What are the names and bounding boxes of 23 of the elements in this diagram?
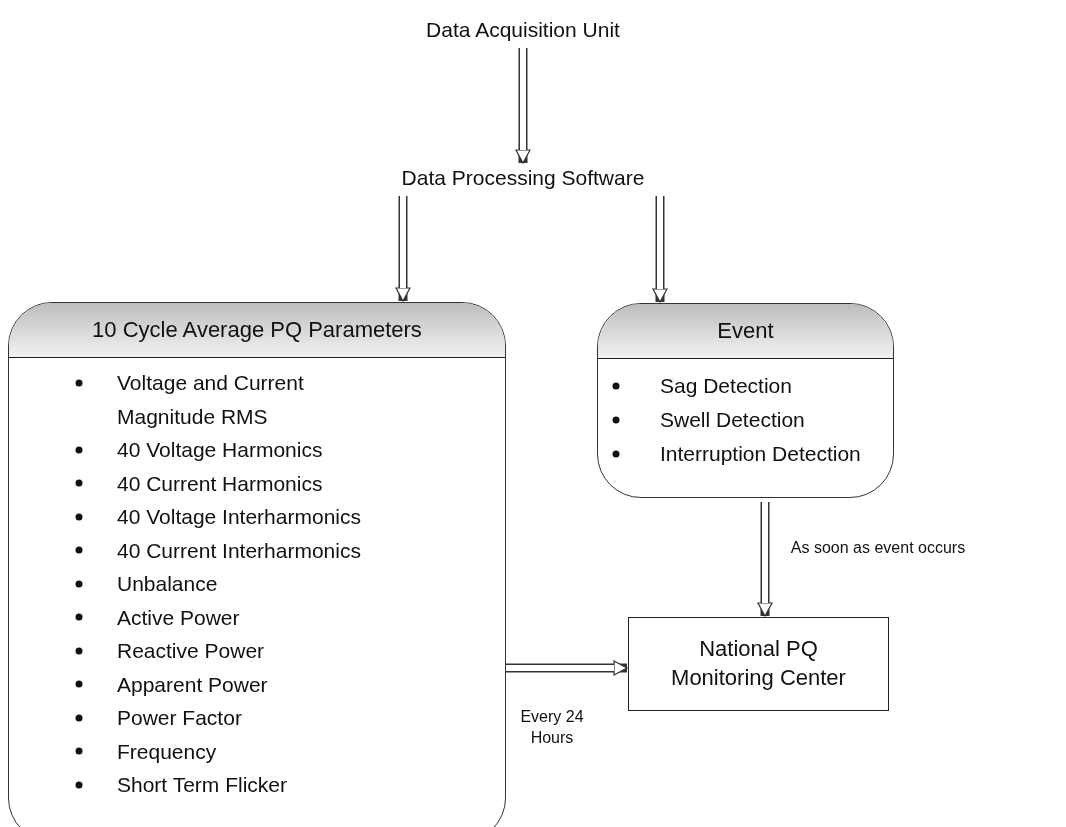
list-item-text: Reactive Power [117,638,265,664]
process-label: Data Processing Software [401,166,645,190]
list-item-text: 40 Current Harmonics [117,470,323,497]
list-item-text: Unbalance [117,571,218,597]
list-item-text: Power Factor [117,705,242,731]
list-item-text: Voltage and Current Magnitude RMS [117,370,305,430]
list-item-text: Apparent Power [117,671,268,698]
panel-title: 10 Cycle Average PQ Parameters [92,317,422,343]
list-item-text: 40 Voltage Harmonics [117,437,323,463]
rounded-panel [597,303,894,498]
list-item-text: Sag Detection [660,373,792,399]
list-item-text: Short Term Flicker [117,772,287,798]
list-item-text: Swell Detection [660,407,805,433]
list-item-text: Active Power [117,604,240,631]
list-item-text: Frequency [117,738,217,765]
rounded-panel [8,302,506,827]
process-box [628,617,889,711]
box-label: National PQ Monitoring Center [670,635,847,692]
panel-title: Event [717,318,774,344]
list-item-text: Interruption Detection [660,441,861,467]
list-item-text: 40 Current Interharmonics [117,537,361,564]
process-label: Data Acquisition Unit [426,18,620,42]
list-item-text: 40 Voltage Interharmonics [117,504,361,530]
